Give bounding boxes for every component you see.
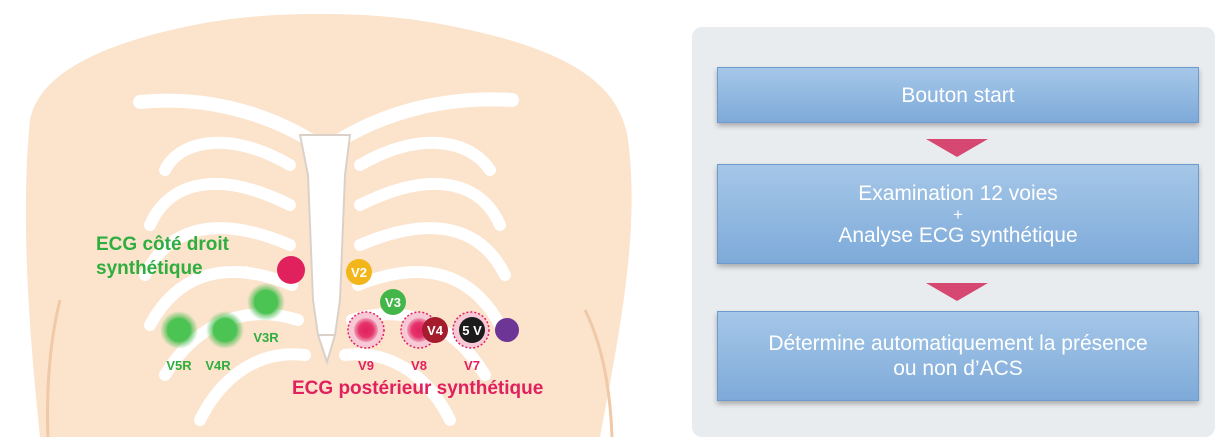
flow-step-start: Bouton start: [717, 67, 1199, 123]
flow-step-examination-line3: Analyse ECG synthétique: [838, 223, 1077, 248]
electrode-v5-label: 5 V: [462, 323, 482, 338]
label-v9: V9: [358, 358, 374, 373]
electrode-v6: [495, 318, 519, 342]
electrode-v4r: [206, 311, 244, 349]
label-v7: V7: [464, 358, 480, 373]
label-v8: V8: [411, 358, 427, 373]
electrode-v4-label: V4: [427, 323, 444, 338]
label-v3r: V3R: [253, 330, 279, 345]
flow-arrow-1: [926, 139, 988, 157]
right-ecg-label-line2: synthétique: [96, 258, 203, 279]
electrode-v5r: [160, 311, 198, 349]
flow-step-determination: Détermine automatiquement la présence ou…: [717, 311, 1199, 401]
flow-step-determination-line1: Détermine automatiquement la présence: [768, 331, 1147, 356]
electrode-v1: [277, 256, 305, 284]
right-ecg-label-line1: ECG côté droit: [96, 234, 230, 255]
flow-step-determination-line2: ou non d’ACS: [893, 356, 1023, 381]
flow-panel: Bouton start Examination 12 voies + Anal…: [692, 27, 1215, 437]
flow-step-examination-line1: Examination 12 voies: [858, 181, 1058, 206]
posterior-ecg-label: ECG postérieur synthétique: [292, 378, 543, 399]
flow-arrow-2: [926, 283, 988, 301]
electrode-v9: [348, 312, 384, 348]
flow-step-examination-line2: +: [953, 206, 963, 223]
electrode-v3r: [247, 283, 285, 321]
label-v4r: V4R: [205, 358, 231, 373]
chest-illustration: V1 V2 V3 V4 5 V V3R V5R V4R V9 V8 V7 ECG…: [0, 0, 680, 437]
electrode-v1-label: V1: [232, 263, 250, 280]
flow-step-start-text: Bouton start: [901, 83, 1014, 108]
electrode-v3-label: V3: [385, 295, 401, 310]
label-v5r: V5R: [166, 358, 192, 373]
flow-step-examination: Examination 12 voies + Analyse ECG synth…: [717, 164, 1199, 264]
electrode-v2-label: V2: [351, 265, 367, 280]
